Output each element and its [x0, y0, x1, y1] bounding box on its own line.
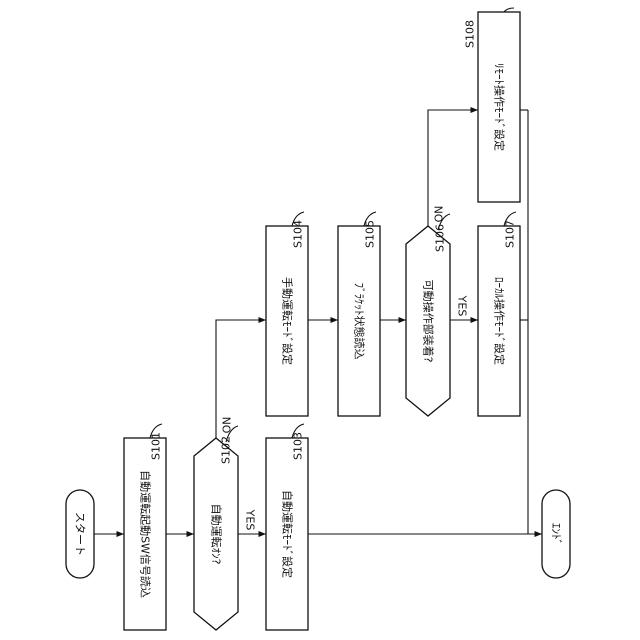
node-s108: ﾘﾓｰﾄ操作ﾓｰﾄﾞ設定 S108 — [464, 8, 521, 202]
s101-label: 自動運転起動SW信号読込 — [139, 470, 153, 598]
s106-no-label: NO — [432, 206, 445, 223]
s106-label: 可動操作部装着? — [422, 280, 436, 363]
node-s106: 可動操作部装着? S106 NO YES — [406, 206, 469, 416]
s102-label: 自動運転ｵﾝ? — [210, 504, 224, 565]
start-label: スタート — [74, 512, 87, 556]
s106-yes-label: YES — [456, 295, 469, 317]
s103-step-id: S103 — [292, 432, 305, 460]
s102-no-label: NO — [220, 417, 233, 434]
end-label: ｴﾝﾄﾞ — [550, 523, 563, 545]
node-s105: ﾌﾞﾗｹｯﾄ状態読込 S105 — [338, 212, 380, 416]
s105-label: ﾌﾞﾗｹｯﾄ状態読込 — [353, 283, 367, 360]
s105-step-id: S105 — [364, 220, 377, 248]
s102-yes-label: YES — [244, 509, 257, 531]
node-end: ｴﾝﾄﾞ — [542, 490, 570, 578]
node-s104: 手動運転ﾓｰﾄﾞ設定 S104 — [266, 212, 308, 416]
s104-step-id: S104 — [292, 220, 305, 248]
s102-step-id: S102 — [220, 436, 233, 464]
s107-label: ﾛｰｶﾙ操作ﾓｰﾄﾞ設定 — [493, 277, 507, 365]
s107-step-id: S107 — [504, 220, 517, 248]
node-start: スタート — [66, 490, 94, 578]
s108-step-id: S108 — [464, 20, 477, 48]
node-s101: 自動運転起動SW信号読込 S101 — [124, 424, 166, 630]
node-s107: ﾛｰｶﾙ操作ﾓｰﾄﾞ設定 S107 — [478, 212, 520, 416]
node-s103: 自動運転ﾓｰﾄﾞ設定 S103 — [266, 424, 308, 630]
s108-label: ﾘﾓｰﾄ操作ﾓｰﾄﾞ設定 — [493, 63, 507, 151]
node-s102: 自動運転ｵﾝ? S102 NO YES — [194, 417, 257, 630]
s106-step-id: S106 — [434, 224, 447, 252]
s103-label: 自動運転ﾓｰﾄﾞ設定 — [281, 490, 295, 578]
s104-label: 手動運転ﾓｰﾄﾞ設定 — [281, 277, 295, 365]
s101-step-id: S101 — [150, 432, 163, 460]
